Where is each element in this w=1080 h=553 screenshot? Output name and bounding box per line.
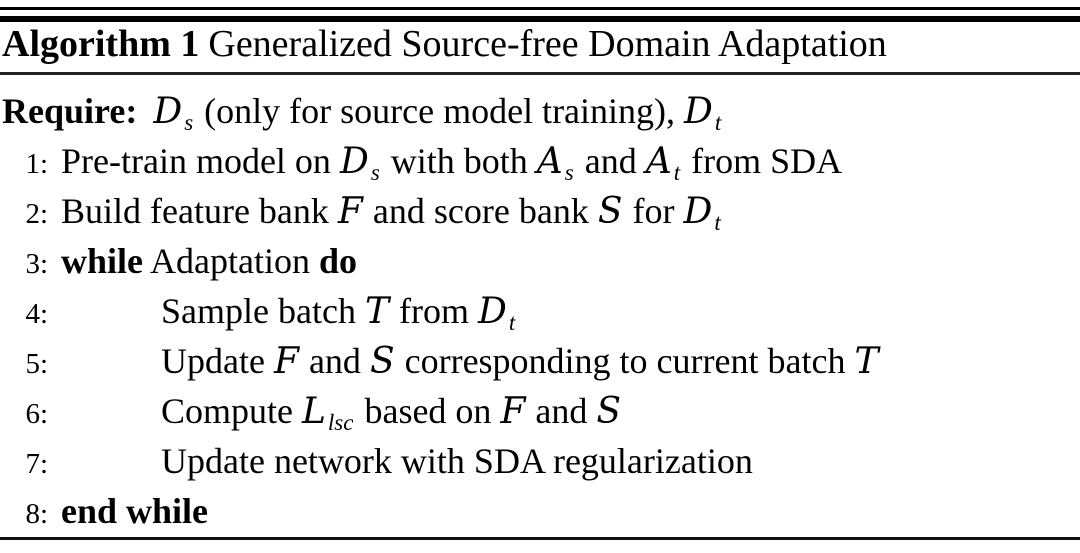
text-segment: with both: [381, 141, 537, 181]
text-segment: from: [389, 291, 478, 331]
step-number: 8:: [25, 498, 48, 530]
step-content: Update F and S corresponding to current …: [161, 336, 879, 387]
algorithm-steps: 1: Pre-train model on Ds with both As and…: [0, 136, 1080, 536]
keyword: while: [61, 241, 144, 281]
require-content: Ds (only for source model training), Dt: [153, 86, 723, 148]
text-segment: and score bank: [363, 191, 598, 231]
text-segment: and: [575, 141, 646, 181]
math-subscript: lsc: [327, 410, 354, 435]
step-content: Pre-train model on Ds with both As and A…: [61, 136, 842, 198]
math-subscript: s: [370, 160, 380, 185]
math-symbol: D: [477, 291, 507, 332]
text-segment: Update network with SDA regularization: [161, 441, 753, 481]
math-symbol: S: [597, 191, 623, 232]
algorithm-step: 1: Pre-train model on Ds with both As and…: [0, 136, 1080, 186]
text-segment: Compute: [161, 391, 302, 431]
step-content: Build feature bank F and score bank S fo…: [61, 186, 723, 248]
text-segment: Adaptation: [143, 241, 319, 281]
bottom-rule: [0, 537, 1080, 540]
math-symbol: F: [500, 391, 526, 432]
math-symbol: T: [364, 291, 389, 332]
math-symbol: D: [153, 91, 183, 132]
math-subscript: t: [508, 310, 516, 335]
algorithm-step: 8: end while: [0, 486, 1080, 536]
math-symbol: D: [683, 191, 713, 232]
step-number: 3:: [25, 248, 48, 280]
math-symbol: T: [854, 341, 879, 382]
step-content: while Adaptation do: [61, 236, 357, 286]
math-symbol: D: [339, 141, 369, 182]
math-subscript: s: [564, 160, 574, 185]
math-subscript: t: [714, 110, 722, 135]
math-symbol: L: [302, 391, 326, 432]
algorithm-step: 7: Update network with SDA regularization: [0, 436, 1080, 486]
step-content: Compute Llsc based on F and S: [161, 386, 622, 448]
math-subscript: t: [714, 210, 721, 235]
step-number: 1:: [25, 148, 48, 180]
math-symbol: S: [369, 341, 395, 382]
math-subscript: s: [184, 110, 194, 135]
require-line: Require: Ds (only for source model train…: [0, 86, 1080, 136]
math-symbol: A: [645, 141, 672, 182]
algorithm-step: 3: while Adaptation do: [0, 236, 1080, 286]
math-symbol: A: [536, 141, 563, 182]
step-content: Update network with SDA regularization: [161, 436, 753, 486]
text-segment: Sample batch: [161, 291, 365, 331]
step-content: end while: [61, 486, 208, 536]
algorithm-step: 2:Build feature bank F and score bank S …: [0, 186, 1080, 236]
text-segment: from SDA: [682, 141, 843, 181]
top-rule-thick: [0, 16, 1080, 22]
step-content: Sample batch T from Dt: [161, 286, 517, 348]
algorithm-step: 6: Compute Llsc based on F and S: [0, 386, 1080, 436]
algorithm-title-label: Algorithm 1: [2, 23, 200, 65]
math-subscript: t: [673, 160, 681, 185]
text-segment: corresponding to current batch: [395, 341, 855, 381]
text-segment: Build feature bank: [61, 191, 338, 231]
text-segment: and: [526, 391, 597, 431]
step-number: 7:: [25, 448, 48, 480]
math-symbol: D: [684, 91, 713, 132]
text-segment: (only for source model training),: [195, 91, 685, 131]
algorithm-body: Require: Ds (only for source model train…: [0, 86, 1080, 536]
math-symbol: F: [273, 341, 299, 382]
top-rule-thin: [0, 7, 1080, 10]
text-segment: Pre-train model on: [61, 141, 340, 181]
caption-rule: [0, 72, 1080, 75]
text-segment: Update: [161, 341, 274, 381]
algorithm-step: 5: Update F and S corresponding to curren…: [0, 336, 1080, 386]
text-segment: for: [623, 191, 684, 231]
keyword: do: [319, 241, 358, 281]
algorithm-title-caption: Generalized Source-free Domain Adaptatio…: [208, 23, 887, 65]
step-number: 2:: [25, 198, 48, 230]
math-symbol: F: [337, 191, 363, 232]
step-number: 4:: [25, 298, 48, 330]
keyword: end while: [61, 491, 209, 531]
text-segment: based on: [355, 391, 501, 431]
require-label: Require:: [2, 91, 138, 131]
math-symbol: S: [596, 391, 622, 432]
text-segment: and: [299, 341, 370, 381]
step-number: 5:: [25, 348, 48, 380]
step-number: 6:: [25, 398, 48, 430]
algorithm-step: 4: Sample batch T from Dt: [0, 286, 1080, 336]
